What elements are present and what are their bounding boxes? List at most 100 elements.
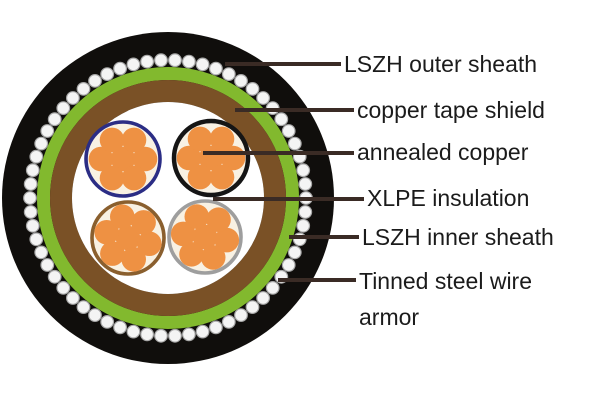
copper-strand [121,246,146,272]
copper-strand [176,145,202,171]
copper-strand [115,225,141,251]
copper-strand [206,207,231,232]
armor-wires-ring [23,53,313,343]
armor-wire-dot [100,315,115,329]
copper-strand [131,210,156,235]
armor-wire-dot [65,91,80,105]
copper-strand [200,245,226,270]
armor-wire-dot [168,328,182,343]
armor-wire-dot [76,300,91,315]
armor-wire-dot [234,73,248,88]
armor-wire-dot [25,218,40,233]
armor-wire-dot [298,205,313,219]
armor-wire-dot [140,54,155,69]
copper-strand [132,146,158,172]
armor-wire-dot [47,112,62,127]
leader-line [213,197,364,201]
copper-strand [94,220,119,245]
armor-wire-dot [234,308,248,323]
armor-wire-dot [126,324,141,339]
armor-wire-dot [88,308,102,323]
armor-wire-dot [245,300,260,315]
armor-wire-dot [221,315,236,329]
leader-line [203,151,354,155]
armor-wire-dot [296,163,311,178]
copper-strand [209,164,235,190]
armor-wire-dot [25,163,40,178]
copper-strand [187,126,213,152]
armor-wire-dot [47,269,62,284]
armor-wire-dot [256,291,271,305]
label-annealed-copper: annealed copper [357,139,529,165]
armor-wire-dot [29,149,44,164]
armor-wire-dot [34,245,49,260]
armor-wire-dot [245,81,260,96]
copper-strand [184,204,210,229]
armor-wire-dot [181,54,196,69]
label-copper-tape-shield: copper tape shield [357,97,545,123]
armor-wire-dot [23,177,38,191]
armor-wire-dot [154,53,168,68]
armor-wire-dot [298,177,313,191]
armor-wire-dot [126,57,141,72]
armor-wire-dot [281,258,296,272]
armor-wire-dot [100,67,115,81]
leader-lines [203,62,364,282]
label-lszh-outer-sheath: LSZH outer sheath [344,51,538,77]
copper-strand [170,221,196,247]
armor-wire-dot [181,327,196,342]
armor-wire-dot [76,81,91,96]
copper-strand [110,146,136,172]
label-tinned-steel-wire-armor: Tinned steel wire armor [359,268,533,330]
armor-wire-dot [292,232,307,247]
armor-wire-dot [208,320,223,335]
armor-wire-dot [65,291,80,305]
copper-strand [99,165,125,191]
armor-wire-dot [256,91,271,105]
conductor-cores [84,118,251,276]
armor-wire-dot [56,101,71,115]
armor-wire-dot [56,281,71,295]
conductor-gray [167,199,243,275]
armor-wire-dot [296,218,311,233]
armor-wire-dot [195,57,210,72]
copper-strand [121,127,147,153]
armor-wire-dot [113,61,127,76]
copper-strand [121,165,147,191]
label-lszh-inner-sheath: LSZH inner sheath [362,224,554,250]
armor-wire-dot [34,136,49,151]
armor-wire-dot [40,124,55,138]
armor-wire-dot [287,136,302,151]
copper-strand [192,224,218,250]
copper-strand [179,242,204,267]
armor-wire-dot [287,245,302,260]
copper-strand [187,164,213,190]
leader-line [235,108,354,112]
copper-strand [209,126,235,152]
copper-strand [100,241,125,266]
copper-strand [88,146,114,172]
armor-wire-dot [265,281,280,295]
armor-wire-dot [281,124,296,138]
copper-strand [110,204,135,229]
armor-wire-dot [29,232,44,247]
armor-wire-dot [140,327,155,342]
leader-line [225,62,341,66]
armor-wire-dot [113,320,127,335]
armor-wire-dot [274,112,289,127]
armor-wire-dot [23,191,37,205]
copper-strand [137,231,162,256]
armor-wire-dot [23,205,38,219]
armor-wire-dot [208,61,223,76]
conductor-black [171,118,251,198]
copper-strand [99,127,125,153]
copper-strand [214,227,240,253]
armor-wire-dot [221,67,236,81]
conductor-blue [84,120,162,198]
armor-wire-dot [88,73,102,88]
leader-line [289,235,359,239]
conductor-brown [90,200,166,276]
armor-wire-dot [168,53,182,68]
